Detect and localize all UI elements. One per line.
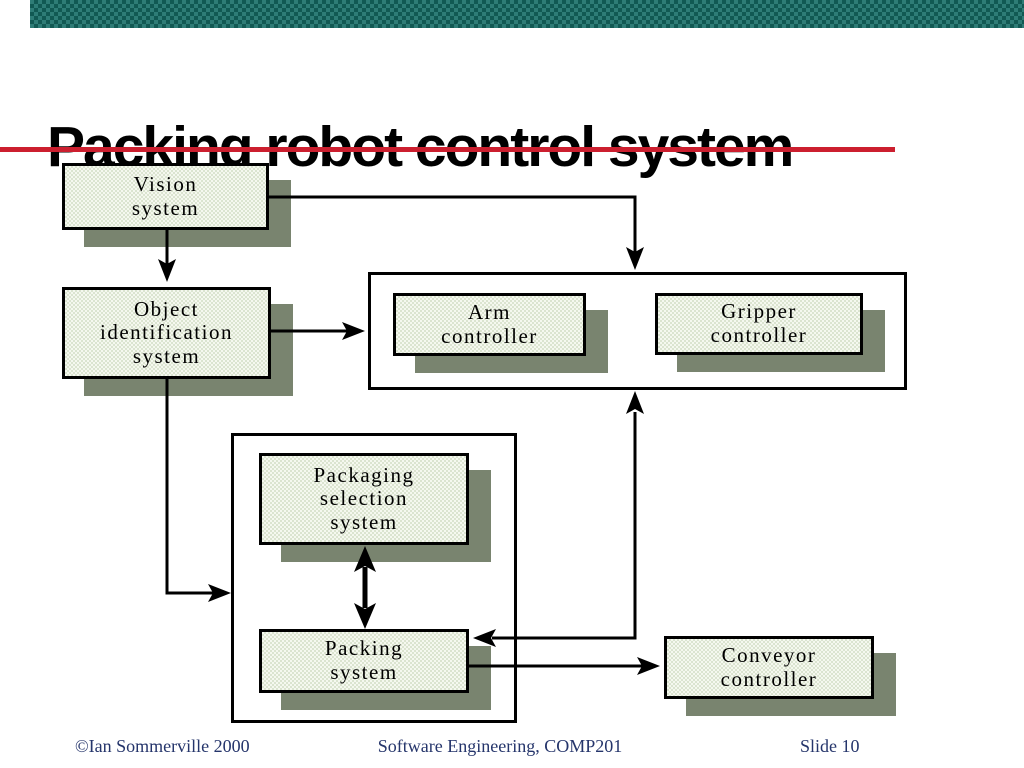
arrow-vision-to-object-id — [158, 229, 176, 282]
slide-footer: ©Ian Sommerville 2000 Software Engineeri… — [0, 736, 1024, 762]
footer-course: Software Engineering, COMP201 — [377, 736, 623, 756]
node-packing-system: Packing system — [259, 629, 469, 693]
node-gripper-controller: Gripper controller — [655, 293, 863, 355]
node-object-identification-system: Object identification system — [62, 287, 271, 379]
node-packaging-selection-system: Packaging selection system — [259, 453, 469, 545]
footer-slide-number: Slide 10 — [800, 736, 860, 756]
footer-copyright: ©Ian Sommerville 2000 — [75, 736, 250, 756]
title-underline — [0, 147, 895, 152]
arrow-vision-to-robot-controller — [269, 195, 644, 270]
node-conveyor-controller: Conveyor controller — [664, 636, 874, 699]
decorative-border-pattern — [30, 0, 1024, 28]
node-arm-controller: Arm controller — [393, 293, 586, 356]
node-vision-system: Vision system — [62, 163, 269, 230]
arrow-object-id-to-packaging-subsystem — [165, 377, 231, 602]
arrow-object-id-to-robot-controller — [270, 322, 365, 340]
